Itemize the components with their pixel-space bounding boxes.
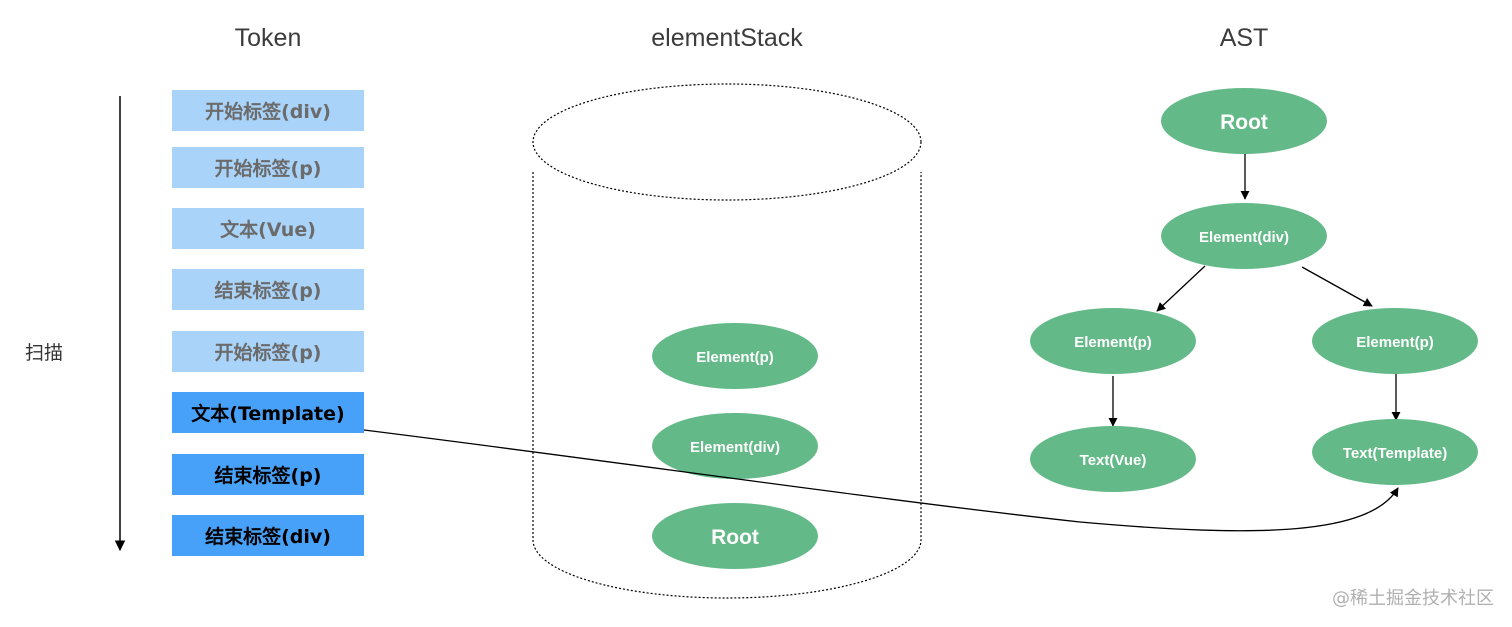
token-label: 开始标签(p)	[215, 341, 322, 364]
ast-node-root: Root	[1161, 88, 1327, 154]
ast-node-text-template: Text(Template)	[1312, 419, 1478, 485]
token-item: 开始标签(p)	[172, 331, 364, 372]
ast-node-div: Element(div)	[1161, 203, 1327, 269]
ast-node-label: Element(div)	[1199, 229, 1289, 246]
element-stack-cylinder	[532, 83, 922, 599]
ast-edges	[1108, 152, 1401, 427]
stack-node	[652, 503, 818, 569]
token-box	[172, 269, 364, 310]
token-box	[172, 392, 364, 433]
token-box	[172, 454, 364, 495]
token-label: 结束标签(p)	[215, 464, 322, 487]
token-to-ast-connector	[363, 429, 1399, 532]
token-column-title: Token	[235, 24, 302, 52]
token-box	[172, 208, 364, 249]
token-list: 开始标签(div) 开始标签(p) 文本(Vue) 结束标签(p) 开始标签(p…	[172, 90, 364, 556]
token-box	[172, 147, 364, 188]
stack-node	[652, 323, 818, 389]
token-box	[172, 90, 364, 131]
cylinder-body	[532, 172, 922, 599]
token-item: 结束标签(p)	[172, 454, 364, 495]
ast-node-text-vue: Text(Vue)	[1030, 426, 1196, 492]
token-label: 开始标签(div)	[205, 100, 331, 123]
token-box	[172, 331, 364, 372]
token-item: 结束标签(p)	[172, 269, 364, 310]
token-box	[172, 515, 364, 556]
token-item-current: 文本(Template)	[172, 392, 364, 433]
ast-node	[1030, 426, 1196, 492]
ast-node-label: Text(Vue)	[1080, 452, 1147, 469]
cylinder-top	[532, 83, 922, 201]
token-item: 开始标签(div)	[172, 90, 364, 131]
token-label: 结束标签(div)	[205, 525, 331, 548]
token-item: 结束标签(div)	[172, 515, 364, 556]
ast-edge	[1156, 265, 1206, 312]
token-item: 文本(Vue)	[172, 208, 364, 249]
watermark: @稀土掘金技术社区	[1332, 588, 1494, 609]
ast-node-label: Element(p)	[1356, 334, 1434, 351]
ast-node	[1030, 308, 1196, 374]
stack-item: Root	[652, 503, 818, 569]
ast-node-label: Text(Template)	[1343, 445, 1447, 462]
ast-node	[1312, 419, 1478, 485]
scan-label: 扫描	[25, 342, 63, 364]
stack-item: Element(p)	[652, 323, 818, 389]
ast-node	[1312, 308, 1478, 374]
ast-edge	[1301, 266, 1373, 307]
stack-node-label: Root	[711, 526, 759, 549]
ast-column-title: AST	[1220, 24, 1269, 52]
ast-node-p2: Element(p)	[1312, 308, 1478, 374]
stack-node-label: Element(p)	[696, 349, 774, 366]
token-label: 开始标签(p)	[215, 157, 322, 180]
stack-node	[652, 413, 818, 479]
stack-item: Element(div)	[652, 413, 818, 479]
ast-node-label: Element(p)	[1074, 334, 1152, 351]
ast-node	[1161, 88, 1327, 154]
stack-node-label: Element(div)	[690, 439, 780, 456]
ast-node-p1: Element(p)	[1030, 308, 1196, 374]
ast-node	[1161, 203, 1327, 269]
token-item: 开始标签(p)	[172, 147, 364, 188]
token-label: 结束标签(p)	[215, 279, 322, 302]
ast-node-label: Root	[1220, 111, 1268, 134]
token-label: 文本(Vue)	[220, 218, 316, 241]
token-label: 文本(Template)	[191, 402, 344, 425]
stack-column-title: elementStack	[651, 24, 803, 52]
